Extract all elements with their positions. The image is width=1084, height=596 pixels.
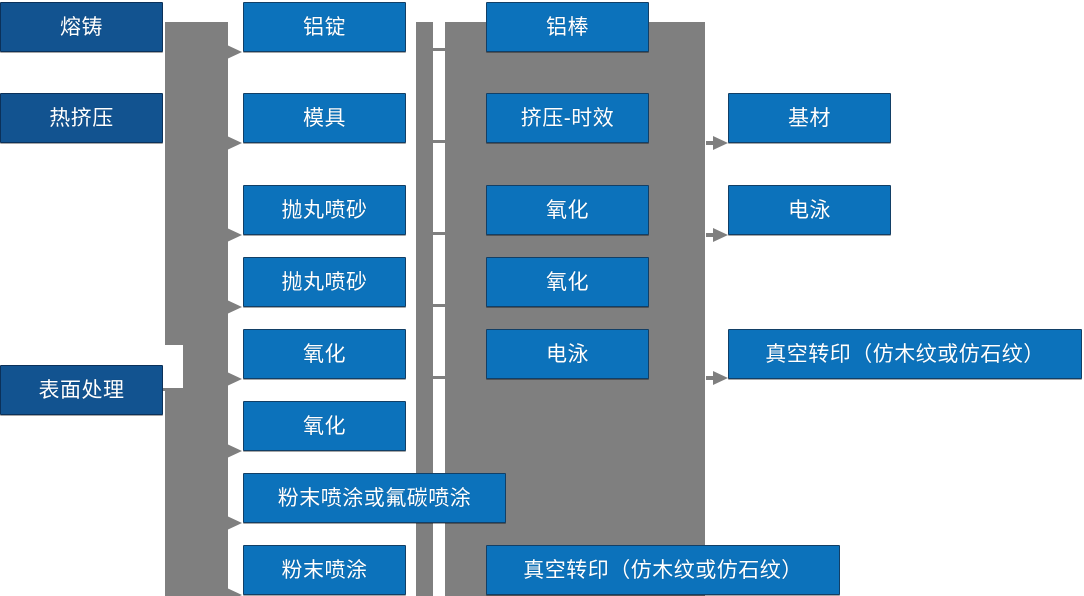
left-fan-arrow-1	[227, 45, 242, 59]
left-fan-arrow-3	[227, 228, 242, 242]
left-fan-stub	[163, 388, 185, 391]
left-fan-arrow-7	[227, 516, 242, 530]
treatment-node-3-label: 氧化	[546, 198, 589, 222]
treatment-node-5[interactable]: 电泳	[486, 329, 649, 379]
output-node-1[interactable]: 基材	[728, 93, 891, 143]
process-node-7[interactable]: 粉末喷涂或氟碳喷涂	[243, 473, 506, 523]
mid-rail-tick-1	[433, 48, 446, 51]
treatment-node-4[interactable]: 氧化	[486, 257, 649, 307]
process-node-8[interactable]: 粉末喷涂	[243, 545, 406, 595]
process-node-4-label: 抛丸喷砂	[281, 270, 368, 294]
output-node-3[interactable]: 真空转印（仿木纹或仿石纹）	[728, 329, 1082, 379]
process-node-6[interactable]: 氧化	[243, 401, 406, 451]
mid-rail-tick-2	[433, 140, 446, 143]
mid-rail-tick-5	[433, 376, 446, 379]
treatment-node-1[interactable]: 铝棒	[486, 2, 649, 52]
left-fan-arrow-2	[227, 136, 242, 150]
output-node-2[interactable]: 电泳	[728, 185, 891, 235]
treatment-node-2[interactable]: 挤压-时效	[486, 93, 649, 143]
stage-node-2[interactable]: 热挤压	[0, 93, 163, 143]
left-fan-bar	[165, 22, 228, 596]
stage-node-1-label: 熔铸	[60, 15, 103, 39]
left-fan-notch	[165, 345, 183, 389]
process-node-2-label: 模具	[303, 106, 346, 130]
mid-rail-tick-4	[433, 304, 446, 307]
process-node-2[interactable]: 模具	[243, 93, 406, 143]
output-node-3-label: 真空转印（仿木纹或仿石纹）	[765, 342, 1045, 366]
process-node-8-label: 粉末喷涂	[281, 558, 368, 582]
treatment-node-1-label: 铝棒	[546, 15, 589, 39]
output-node-2-label: 电泳	[788, 198, 831, 222]
stage-node-2-label: 热挤压	[49, 106, 114, 130]
process-node-1-label: 铝锭	[303, 15, 346, 39]
treatment-node-5-label: 电泳	[546, 342, 589, 366]
left-fan-arrow-5	[227, 372, 242, 386]
stage-node-3-label: 表面处理	[38, 378, 125, 402]
output-arrow-tail-1	[706, 141, 716, 145]
output-arrow-2	[713, 228, 728, 242]
treatment-node-3[interactable]: 氧化	[486, 185, 649, 235]
process-node-4[interactable]: 抛丸喷砂	[243, 257, 406, 307]
output-node-1-label: 基材	[788, 106, 831, 130]
stage-node-1[interactable]: 熔铸	[0, 2, 163, 52]
process-node-5[interactable]: 氧化	[243, 329, 406, 379]
process-node-3[interactable]: 抛丸喷砂	[243, 185, 406, 235]
output-arrow-3	[713, 371, 728, 385]
treatment-node-4-label: 氧化	[546, 270, 589, 294]
stage-node-3[interactable]: 表面处理	[0, 365, 163, 415]
process-node-6-label: 氧化	[303, 414, 346, 438]
process-node-3-label: 抛丸喷砂	[281, 198, 368, 222]
treatment-node-2-label: 挤压-时效	[520, 106, 615, 130]
output-arrow-tail-2	[706, 233, 716, 237]
left-fan-arrow-8	[227, 588, 242, 596]
output-arrow-1	[713, 136, 728, 150]
treatment-node-6-label: 真空转印（仿木纹或仿石纹）	[523, 558, 803, 582]
output-arrow-tail-3	[706, 376, 716, 380]
process-node-5-label: 氧化	[303, 342, 346, 366]
treatment-node-6[interactable]: 真空转印（仿木纹或仿石纹）	[486, 545, 840, 595]
left-fan-arrow-6	[227, 444, 242, 458]
process-node-1[interactable]: 铝锭	[243, 2, 406, 52]
process-node-7-label: 粉末喷涂或氟碳喷涂	[277, 486, 472, 510]
mid-rail-tick-3	[433, 232, 446, 235]
left-fan-arrow-4	[227, 300, 242, 314]
